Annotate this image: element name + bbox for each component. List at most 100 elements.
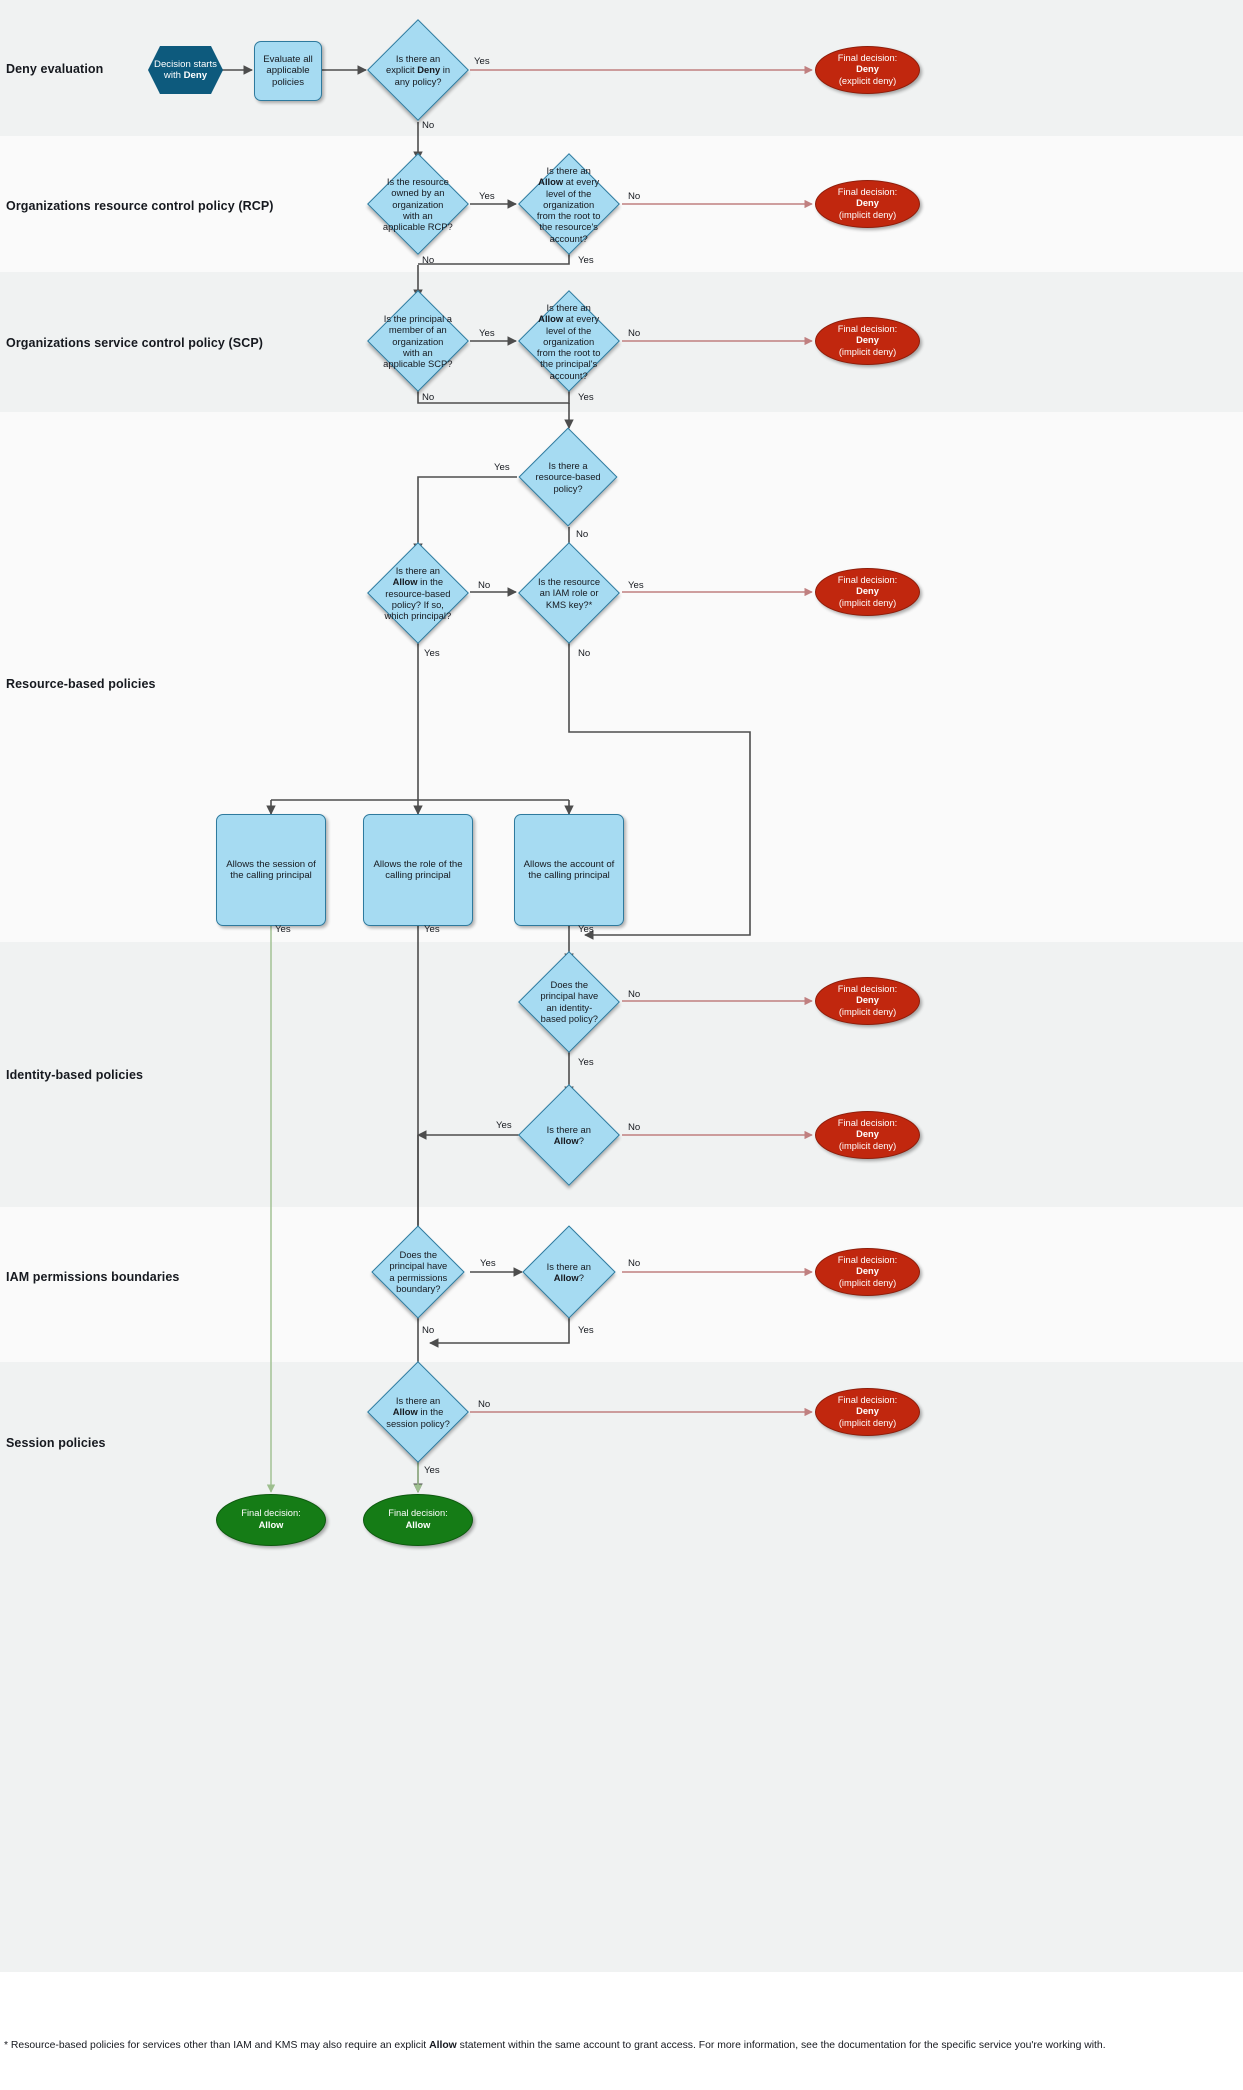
scp-deny-line-2: Deny <box>856 335 879 346</box>
band-label-resource-based: Resource-based policies <box>6 677 156 691</box>
decision-has-permissions-boundary-label: Does the principal have a permissions bo… <box>389 1249 447 1295</box>
sp-deny-line-2: Deny <box>856 1406 879 1417</box>
edge-label-identity-policy-yes: Yes <box>578 1057 594 1068</box>
ibp1-deny-line-3: (implicit deny) <box>838 1006 897 1017</box>
terminal-identity-allow-implicit-deny[interactable]: Final decision: Deny (implicit deny) <box>815 1111 920 1159</box>
decision-rcp-resource-owned-label: Is the resource owned by an organization… <box>383 175 453 232</box>
band-permissions-bound <box>0 1207 1243 1362</box>
edge-label-rbp-exists-yes: Yes <box>494 462 510 473</box>
edge-label-allows-session-yes: Yes <box>275 924 291 935</box>
rbp-deny-line-1: Final decision: <box>837 574 898 585</box>
edge-label-boundary-yes: Yes <box>480 1258 496 1269</box>
terminal-rcp-implicit-deny[interactable]: Final decision: Deny (implicit deny) <box>815 180 920 228</box>
start-line-2-prefix: with <box>163 70 184 81</box>
allows-session-label: Allows the session of the calling princi… <box>226 858 316 881</box>
start-line-1: Decision starts <box>154 58 217 70</box>
rbp-deny-line-3: (implicit deny) <box>838 597 897 608</box>
pb-deny-line-3: (implicit deny) <box>838 1277 897 1288</box>
edge-label-scp-member-no: No <box>422 392 435 403</box>
edge-label-scp-allow-no: No <box>628 328 641 339</box>
terminal-final-decision-allow-main-path[interactable]: Final decision: Allow <box>363 1494 473 1546</box>
edge-label-explicit-deny-no: No <box>422 120 435 131</box>
decision-scp-allow-every-level-label: Is there an Allow at every level of the … <box>537 301 601 381</box>
edge-label-rbp-exists-no: No <box>576 529 589 540</box>
process-allows-account-of-calling-principal[interactable]: Allows the account of the calling princi… <box>514 814 624 926</box>
decision-resource-based-allow-label: Is there an Allow in the resource-based … <box>384 564 452 621</box>
explicit-deny-line-3: (explicit deny) <box>838 75 897 86</box>
edge-label-iam-role-kms-yes: Yes <box>628 580 644 591</box>
edge-label-rbp-allow-no: No <box>478 580 491 591</box>
terminal-final-decision-explicit-deny[interactable]: Final decision: Deny (explicit deny) <box>815 46 920 94</box>
decision-has-identity-based-policy-label: Does the principal have an identity-base… <box>540 979 598 1025</box>
band-label-rcp: Organizations resource control policy (R… <box>6 199 274 213</box>
ibp1-deny-line-2: Deny <box>856 995 879 1006</box>
explicit-deny-line-2: Deny <box>856 64 879 75</box>
rbp-deny-line-2: Deny <box>856 586 879 597</box>
ibp2-deny-line-3: (implicit deny) <box>838 1140 897 1151</box>
pb-deny-line-1: Final decision: <box>837 1254 898 1265</box>
scp-deny-line-1: Final decision: <box>837 323 898 334</box>
edge-label-allows-role-yes: Yes <box>424 924 440 935</box>
terminal-identity-policy-implicit-deny[interactable]: Final decision: Deny (implicit deny) <box>815 977 920 1025</box>
decision-scp-principal-member-label: Is the principal a member of an organiza… <box>383 312 453 369</box>
terminal-final-decision-allow-session-path[interactable]: Final decision: Allow <box>216 1494 326 1546</box>
band-label-deny-evaluation: Deny evaluation <box>6 62 104 76</box>
edge-label-boundary-allow-no: No <box>628 1258 641 1269</box>
band-rcp <box>0 136 1243 272</box>
edge-label-identity-allow-yes: Yes <box>496 1120 512 1131</box>
footnote-bold: Allow <box>429 2040 457 2051</box>
sp-deny-line-3: (implicit deny) <box>838 1417 897 1428</box>
edge-label-boundary-no: No <box>422 1325 435 1336</box>
process-evaluate-all-applicable-policies[interactable]: Evaluate all applicable policies <box>254 41 322 101</box>
edge-label-allows-account-yes: Yes <box>578 924 594 935</box>
rcp-deny-line-3: (implicit deny) <box>838 209 897 220</box>
terminal-scp-implicit-deny[interactable]: Final decision: Deny (implicit deny) <box>815 317 920 365</box>
ibp2-deny-line-2: Deny <box>856 1129 879 1140</box>
edge-label-identity-allow-no: No <box>628 1122 641 1133</box>
edge-label-session-allow-no: No <box>478 1399 491 1410</box>
rcp-deny-line-1: Final decision: <box>837 186 898 197</box>
allows-role-label: Allows the role of the calling principal <box>373 858 463 881</box>
process-allows-role-of-calling-principal[interactable]: Allows the role of the calling principal <box>363 814 473 926</box>
band-scp <box>0 272 1243 412</box>
allow1-line-1: Final decision: <box>241 1508 301 1519</box>
band-label-permissions-bound: IAM permissions boundaries <box>6 1270 180 1284</box>
edge-label-scp-member-yes: Yes <box>479 328 495 339</box>
terminal-resource-based-implicit-deny[interactable]: Final decision: Deny (implicit deny) <box>815 568 920 616</box>
explicit-deny-line-1: Final decision: <box>837 52 898 63</box>
footnote: * Resource-based policies for services o… <box>4 2038 1239 2053</box>
decision-explicit-deny-label: Is there an explicit Deny in any policy? <box>385 53 451 87</box>
edge-label-session-allow-yes: Yes <box>424 1465 440 1476</box>
sp-deny-line-1: Final decision: <box>837 1394 898 1405</box>
edge-label-explicit-deny-yes: Yes <box>474 56 490 67</box>
start-node-decision-starts-with-deny[interactable]: Decision starts with Deny <box>148 46 223 94</box>
rcp-deny-line-2: Deny <box>856 198 879 209</box>
scp-deny-line-3: (implicit deny) <box>838 346 897 357</box>
pb-deny-line-2: Deny <box>856 1266 879 1277</box>
edge-label-boundary-allow-yes: Yes <box>578 1325 594 1336</box>
decision-permissions-boundary-allow-label: Is there an Allow? <box>546 1260 592 1283</box>
edge-label-rcp-owned-no: No <box>422 255 435 266</box>
edge-label-identity-policy-no: No <box>628 989 641 1000</box>
allow2-line-2: Allow <box>405 1520 431 1530</box>
edge-label-rcp-owned-yes: Yes <box>479 191 495 202</box>
edge-label-iam-role-kms-no: No <box>578 648 591 659</box>
allow2-line-1: Final decision: <box>388 1508 448 1519</box>
decision-resource-based-policy-exists-label: Is there a resource-based policy? <box>535 460 601 494</box>
decision-iam-role-or-kms-key-label: Is the resource an IAM role or KMS key?* <box>537 576 600 610</box>
band-session-policies <box>0 1362 1243 1972</box>
terminal-permissions-boundary-implicit-deny[interactable]: Final decision: Deny (implicit deny) <box>815 1248 920 1296</box>
decision-identity-based-allow-label: Is there an Allow? <box>546 1123 592 1146</box>
footnote-pre: * Resource-based policies for services o… <box>4 2040 430 2051</box>
band-identity-based <box>0 942 1243 1207</box>
allow1-line-2: Allow <box>258 1520 284 1530</box>
band-label-scp: Organizations service control policy (SC… <box>6 336 264 350</box>
decision-session-policy-allow-label: Is there an Allow in the session policy? <box>386 1395 450 1429</box>
edge-label-scp-allow-yes: Yes <box>578 392 594 403</box>
terminal-session-policy-implicit-deny[interactable]: Final decision: Deny (implicit deny) <box>815 1388 920 1436</box>
process-allows-session-of-calling-principal[interactable]: Allows the session of the calling princi… <box>216 814 326 926</box>
allows-account-label: Allows the account of the calling princi… <box>523 858 615 881</box>
footnote-post: statement within the same account to gra… <box>456 2040 1106 2051</box>
